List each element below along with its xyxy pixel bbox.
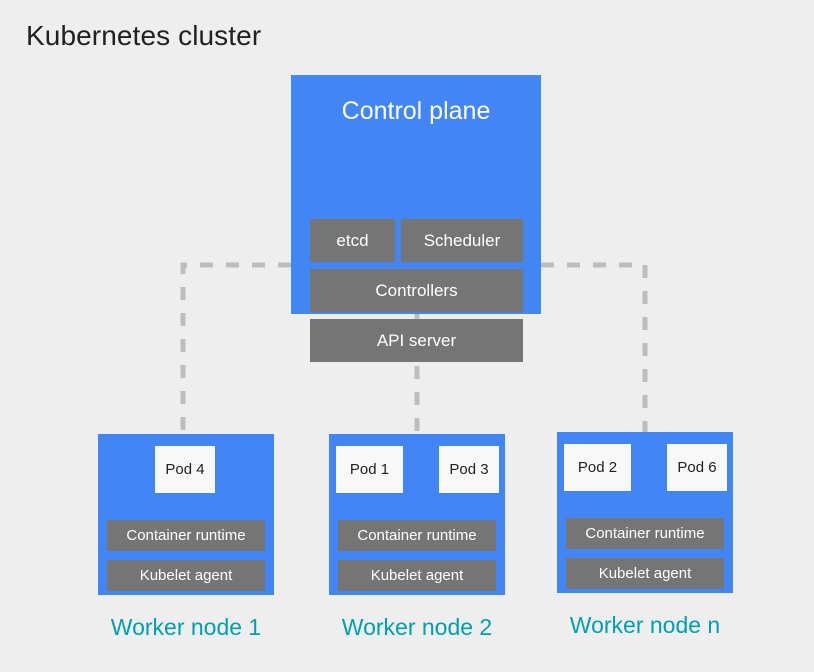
worker-node-1-label: Worker node 1 <box>110 614 262 640</box>
worker-node-2[interactable]: Pod 1 Pod 3 Container runtime Kubelet ag… <box>329 434 505 595</box>
control-plane-component-controllers[interactable]: Controllers <box>310 269 523 312</box>
container-runtime-bar[interactable]: Container runtime <box>107 520 265 551</box>
pod-box[interactable]: Pod 4 <box>155 446 215 493</box>
kubelet-agent-bar[interactable]: Kubelet agent <box>107 560 265 591</box>
connector-api-server-to-worker-1 <box>180 262 291 434</box>
container-runtime-bar[interactable]: Container runtime <box>566 518 724 549</box>
pod-box[interactable]: Pod 1 <box>336 446 403 493</box>
connector-api-server-to-worker-n <box>541 262 648 432</box>
container-runtime-bar[interactable]: Container runtime <box>338 520 496 551</box>
page-title: Kubernetes cluster <box>26 20 262 51</box>
control-plane-component-api-server[interactable]: API server <box>310 319 523 362</box>
control-plane-title: Control plane <box>341 97 491 125</box>
kubelet-agent-bar[interactable]: Kubelet agent <box>338 560 496 591</box>
control-plane-component-scheduler[interactable]: Scheduler <box>401 219 523 262</box>
pod-box[interactable]: Pod 6 <box>667 444 727 491</box>
control-plane-component-etcd[interactable]: etcd <box>310 219 395 262</box>
pod-box[interactable]: Pod 2 <box>564 444 631 491</box>
worker-node-n-label: Worker node n <box>569 612 721 638</box>
control-plane[interactable]: Control plane etcd Scheduler Controllers… <box>291 75 541 362</box>
kubelet-agent-bar[interactable]: Kubelet agent <box>566 558 724 589</box>
worker-node-1[interactable]: Pod 4 Container runtime Kubelet agent <box>98 434 274 595</box>
worker-node-n[interactable]: Pod 2 Pod 6 Container runtime Kubelet ag… <box>557 432 733 593</box>
pod-box[interactable]: Pod 3 <box>439 446 499 493</box>
worker-node-2-label: Worker node 2 <box>341 614 493 640</box>
